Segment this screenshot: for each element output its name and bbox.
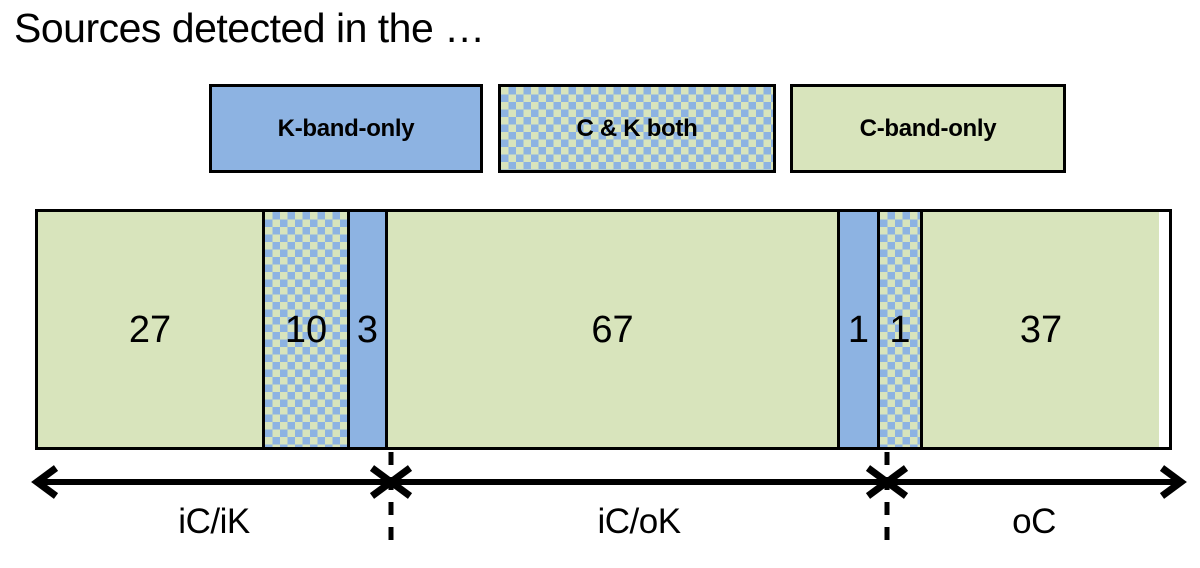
axis-group-label-oc: oC: [1012, 502, 1056, 541]
bar-segment[interactable]: 10: [262, 212, 347, 447]
bar-segment-value: 3: [356, 308, 379, 351]
bar-segment-value: 37: [1019, 308, 1063, 351]
bar-segment-value: 27: [128, 308, 172, 351]
legend-item-c-and-k-both[interactable]: C & K both: [498, 84, 776, 173]
axis-group-label-ic-ok: iC/oK: [597, 502, 681, 541]
legend-item-c-band-only[interactable]: C-band-only: [790, 84, 1066, 173]
bar-segment[interactable]: 1: [877, 212, 920, 447]
legend-item-label: C & K both: [576, 114, 698, 142]
page-title: Sources detected in the …: [14, 5, 485, 51]
range-arrow-oc: [881, 465, 1187, 499]
bar-segment[interactable]: 1: [837, 212, 877, 447]
bar-segment-value: 1: [847, 308, 870, 351]
stacked-bar-chart: 27 10 3 67 1 1 37: [35, 209, 1172, 450]
bar-segment[interactable]: 37: [920, 212, 1159, 447]
axis-group-label-ic-ik: iC/iK: [178, 502, 250, 541]
bar-segment-value: 1: [889, 308, 911, 351]
bar-segment[interactable]: 67: [385, 212, 837, 447]
legend-item-label: C-band-only: [859, 114, 997, 142]
bar-segment[interactable]: 27: [38, 212, 262, 447]
range-arrow-ic-ik: [31, 465, 397, 499]
legend-item-label: K-band-only: [277, 114, 415, 142]
bar-segment[interactable]: 3: [347, 212, 385, 447]
bar-segment-value: 67: [591, 308, 634, 351]
legend-item-k-band-only[interactable]: K-band-only: [209, 84, 483, 173]
range-arrow-ic-ok: [385, 465, 893, 499]
bar-segment-value: 10: [284, 308, 328, 351]
